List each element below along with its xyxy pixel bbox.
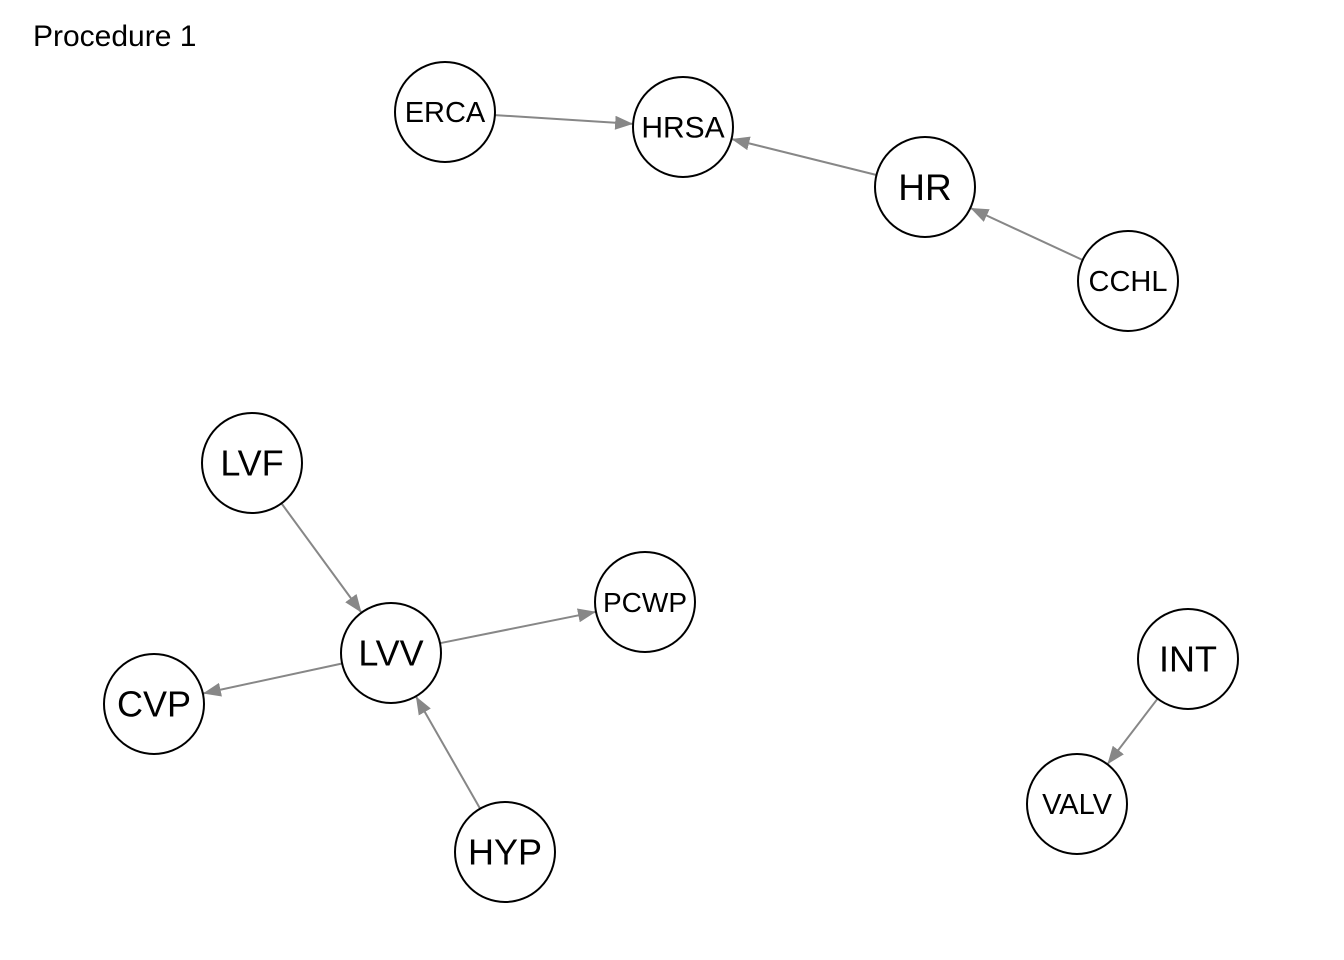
node-label-cvp: CVP [117,684,191,725]
edge-lvv-to-pcwp [439,608,597,645]
edge-cchl-to-hr [969,207,1084,261]
edge-int-to-valv [1106,698,1159,765]
node-cchl: CCHL [1077,230,1179,332]
node-circle-cchl [1077,230,1179,332]
node-label-valv: VALV [1042,789,1113,821]
node-label-lvf: LVF [220,443,283,484]
node-circle-erca [394,61,496,163]
edge-hr-to-hrsa [731,136,877,176]
edge-hyp-to-lvv [415,695,481,810]
node-circle-hr [874,136,976,238]
node-pcwp: PCWP [594,551,696,653]
node-circle-int [1137,608,1239,710]
node-label-lvv: LVV [358,633,423,674]
node-cvp: CVP [103,653,205,755]
node-circle-valv [1026,753,1128,855]
node-label-hrsa: HRSA [641,112,724,145]
node-circle-lvv [340,602,442,704]
node-hyp: HYP [454,801,556,903]
node-int: INT [1137,608,1239,710]
node-hrsa: HRSA [632,76,734,178]
node-lvf: LVF [201,412,303,514]
node-circle-hyp [454,801,556,903]
node-label-hr: HR [898,167,951,208]
edge-lvf-to-lvv [280,502,363,614]
node-label-cchl: CCHL [1089,266,1168,298]
node-erca: ERCA [394,61,496,163]
node-circle-cvp [103,653,205,755]
node-hr: HR [874,136,976,238]
plot-title: Procedure 1 [33,20,197,53]
node-circle-lvf [201,412,303,514]
node-valv: VALV [1026,753,1128,855]
node-circle-hrsa [632,76,734,178]
node-label-pcwp: PCWP [603,587,687,618]
edge-erca-to-hrsa [494,114,634,130]
edge-lvv-to-cvp [202,662,343,697]
node-label-hyp: HYP [468,832,542,873]
node-lvv: LVV [340,602,442,704]
node-label-erca: ERCA [405,97,486,129]
node-label-int: INT [1159,639,1217,680]
node-circle-pcwp [594,551,696,653]
